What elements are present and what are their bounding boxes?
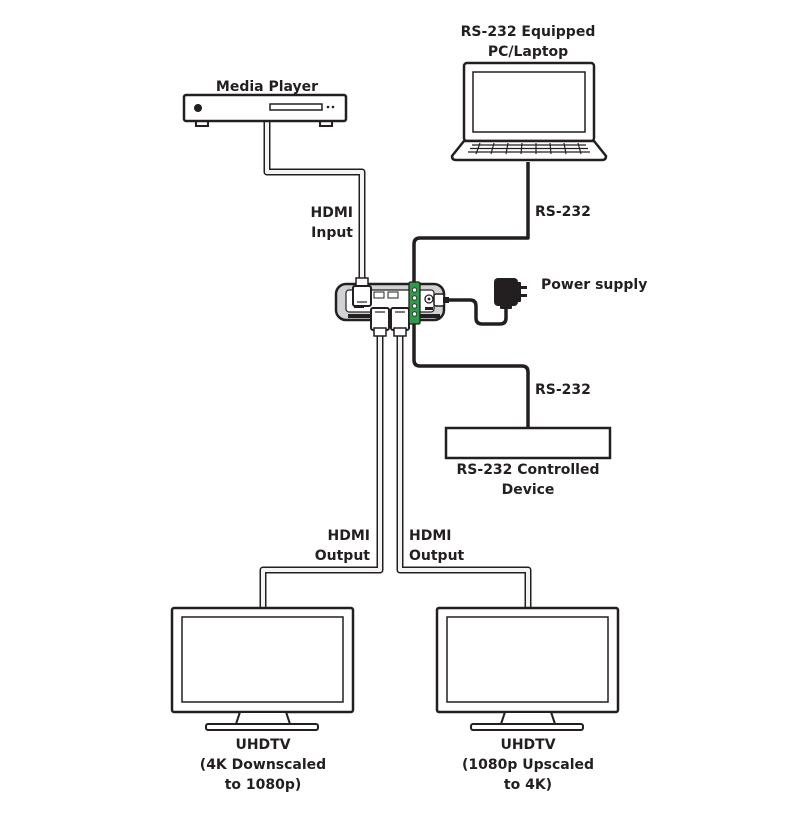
- rs232-label-top: RS-232: [535, 204, 591, 220]
- hdmi-input-cable: [263, 120, 366, 282]
- hdmi-output-cable-left: [259, 332, 384, 608]
- power-plug-connector: [433, 293, 449, 307]
- hdmi-output-connector-right: [390, 307, 410, 337]
- media-player-label: Media Player: [215, 79, 319, 95]
- media-player-device: [182, 93, 348, 127]
- tv-right: [435, 606, 620, 731]
- pc-laptop-label: RS-232 Equipped PC/Laptop: [460, 24, 596, 60]
- hdmi-output-connector-left: [370, 307, 390, 337]
- rs232-label-bottom: RS-232: [535, 382, 591, 398]
- power-supply-label: Power supply: [541, 277, 648, 293]
- hdmi-output-label-right: HDMI Output: [409, 528, 465, 564]
- hdmi-input-connector: [352, 277, 372, 307]
- hdmi-output-cable-right: [396, 332, 532, 608]
- rs232-cable-top: [412, 162, 530, 282]
- power-adapter: [494, 278, 527, 309]
- tv-left-label: UHDTV (4K Downscaled to 1080p): [199, 737, 327, 793]
- hdmi-input-label: HDMI Input: [310, 205, 353, 241]
- hdmi-output-label-left: HDMI Output: [314, 528, 370, 564]
- laptop-device: [450, 61, 608, 162]
- controlled-device-label: RS-232 Controlled Device: [456, 462, 600, 498]
- power-cable: [440, 298, 508, 326]
- tv-left: [170, 606, 355, 731]
- rs232-cable-bottom: [412, 322, 530, 428]
- tv-right-label: UHDTV (1080p Upscaled to 4K): [461, 737, 595, 793]
- rs232-controlled-device: [444, 426, 612, 460]
- rs232-terminal-block: [408, 281, 421, 325]
